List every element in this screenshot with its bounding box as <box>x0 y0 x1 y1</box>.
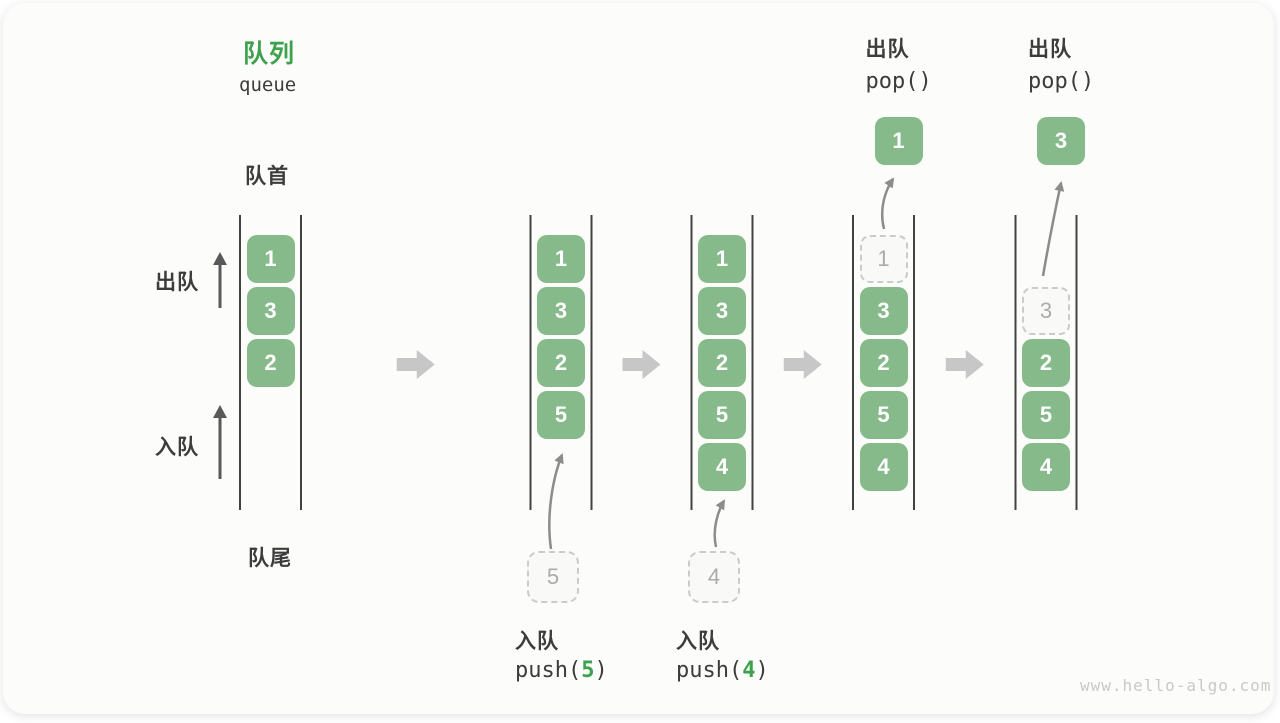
queue-cell: 4 <box>698 443 746 491</box>
op-code-arg: 5 <box>581 658 595 683</box>
queue-cell: 1 <box>537 235 585 283</box>
queue-cell: 3 <box>537 287 585 335</box>
op-code-suffix: ) <box>594 658 608 683</box>
op-code-label: pop() <box>1028 69 1094 94</box>
queue-front-label: 队首 <box>245 165 289 188</box>
queue-cell: 2 <box>537 339 585 387</box>
dequeue-side-label: 出队 <box>155 271 199 294</box>
op-code-prefix: pop( <box>865 69 919 94</box>
watermark: www.hello-algo.com <box>1080 676 1272 695</box>
dequeue-op-label: 出队 <box>865 38 910 61</box>
pending-cell: 5 <box>527 551 579 603</box>
popped-cell: 3 <box>1037 117 1085 165</box>
op-code-label: push(5) <box>515 658 608 683</box>
enqueue-op-label: 入队 <box>515 630 559 653</box>
queue-cell: 1 <box>698 235 746 283</box>
diagram-subtitle: queue <box>239 74 297 96</box>
op-code-prefix: pop( <box>1028 69 1081 94</box>
queue-cell: 3 <box>246 287 295 335</box>
step-arrow-icon <box>783 350 822 379</box>
pop-arrow-icon <box>1041 181 1065 277</box>
queue-cell: 5 <box>698 391 746 439</box>
queue-cell: 2 <box>246 339 295 387</box>
op-code-suffix: ) <box>918 69 932 94</box>
pending-cell: 4 <box>688 551 740 603</box>
queue-cell-ghost: 1 <box>859 235 908 283</box>
pop-arrow-icon <box>880 177 895 230</box>
queue-cell: 2 <box>859 339 908 387</box>
queue-cell: 1 <box>246 235 295 283</box>
op-code-label: push(4) <box>676 658 769 683</box>
step-arrow-icon <box>622 350 661 379</box>
queue-cell: 5 <box>537 391 585 439</box>
diagram-title: 队列 <box>243 40 296 68</box>
op-code-prefix: push( <box>676 658 743 683</box>
queue-cell: 2 <box>1022 339 1070 387</box>
op-code-suffix: ) <box>755 658 769 683</box>
queue-cell: 3 <box>698 287 746 335</box>
queue-cell: 5 <box>859 391 908 439</box>
queue-cell: 3 <box>859 287 908 335</box>
push-arrow-icon <box>713 499 726 548</box>
op-code-suffix: ) <box>1080 69 1095 94</box>
push-arrow-icon <box>548 453 564 550</box>
enqueue-side-label: 入队 <box>155 436 199 459</box>
diagram-lines-layer <box>213 177 1078 550</box>
popped-cell: 1 <box>874 117 923 165</box>
enqueue-op-label: 入队 <box>676 630 720 653</box>
queue-cell: 2 <box>698 339 746 387</box>
step-arrow-icon <box>945 350 984 379</box>
dequeue-op-label: 出队 <box>1028 38 1072 61</box>
op-code-label: pop() <box>866 69 932 94</box>
step-arrow-icon <box>396 350 435 379</box>
op-code-prefix: push( <box>515 658 582 683</box>
queue-cell: 4 <box>859 443 908 491</box>
op-code-arg: 4 <box>742 658 756 683</box>
queue-cell-ghost: 3 <box>1022 287 1070 335</box>
queue-rear-label: 队尾 <box>248 547 292 570</box>
queue-cell: 4 <box>1022 443 1070 491</box>
queue-cell: 5 <box>1022 391 1070 439</box>
